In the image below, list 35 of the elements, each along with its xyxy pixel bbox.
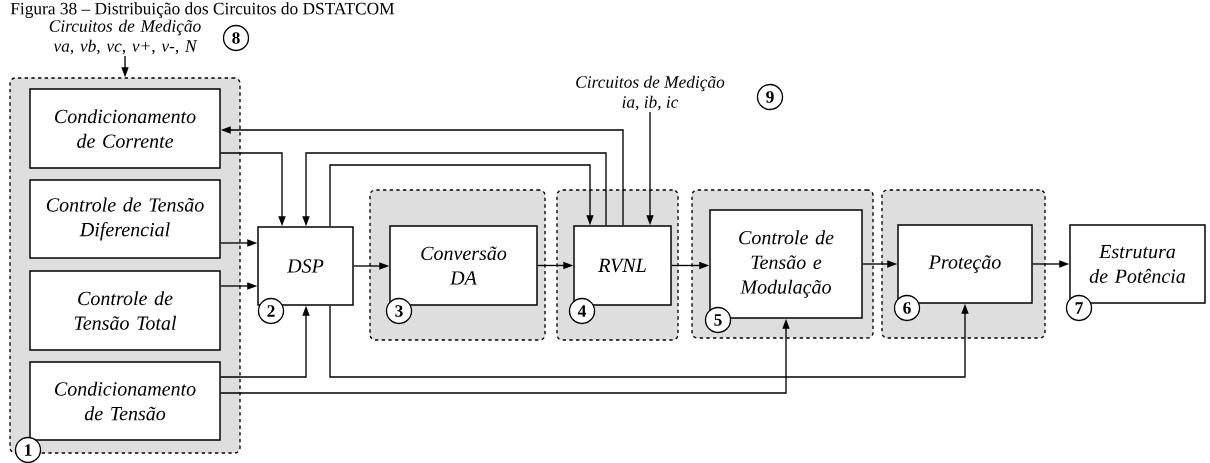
arrow — [121, 55, 129, 78]
process-box: Condicionamento de Corrente — [29, 88, 221, 169]
callout-number: 3 — [385, 297, 413, 325]
measurement-label: Circuitos de Medição va, vb, vc, v+, v-, N — [49, 19, 201, 55]
measurement-label: Circuitos de Medição ia, ib, ic — [576, 75, 725, 111]
arrow — [220, 318, 790, 394]
arrow — [671, 261, 710, 270]
arrow — [220, 305, 310, 378]
arrow — [646, 111, 654, 226]
callout-number: 8 — [222, 24, 250, 52]
callout-number: 6 — [893, 294, 921, 322]
callout-number: 1 — [14, 436, 42, 463]
arrow — [353, 262, 390, 270]
arrow — [220, 126, 624, 226]
arrow — [329, 303, 969, 378]
process-box: Conversão DA — [389, 225, 538, 306]
process-box: DSP — [257, 226, 354, 306]
process-box: RVNL — [573, 225, 672, 306]
arrow — [220, 239, 258, 247]
arrow — [537, 261, 574, 270]
figure-title: Figura 38 – Distribuição dos Circuitos do DSTATCOM — [10, 2, 395, 19]
arrow — [220, 152, 286, 227]
process-box: Controle de Tensão Diferencial — [29, 179, 221, 259]
callout-number: 4 — [568, 297, 596, 325]
arrow — [862, 260, 898, 268]
arrow — [1032, 260, 1070, 268]
callout-number: 7 — [1065, 294, 1093, 322]
arrow — [302, 152, 607, 227]
callout-number: 5 — [704, 306, 732, 334]
process-box: Condicionamento de Tensão — [29, 361, 221, 441]
arrow — [329, 164, 594, 227]
process-box: Controle de Tensão Total — [29, 270, 221, 351]
arrow — [220, 282, 258, 290]
callout-number: 2 — [257, 297, 285, 325]
callout-number: 9 — [756, 83, 784, 111]
